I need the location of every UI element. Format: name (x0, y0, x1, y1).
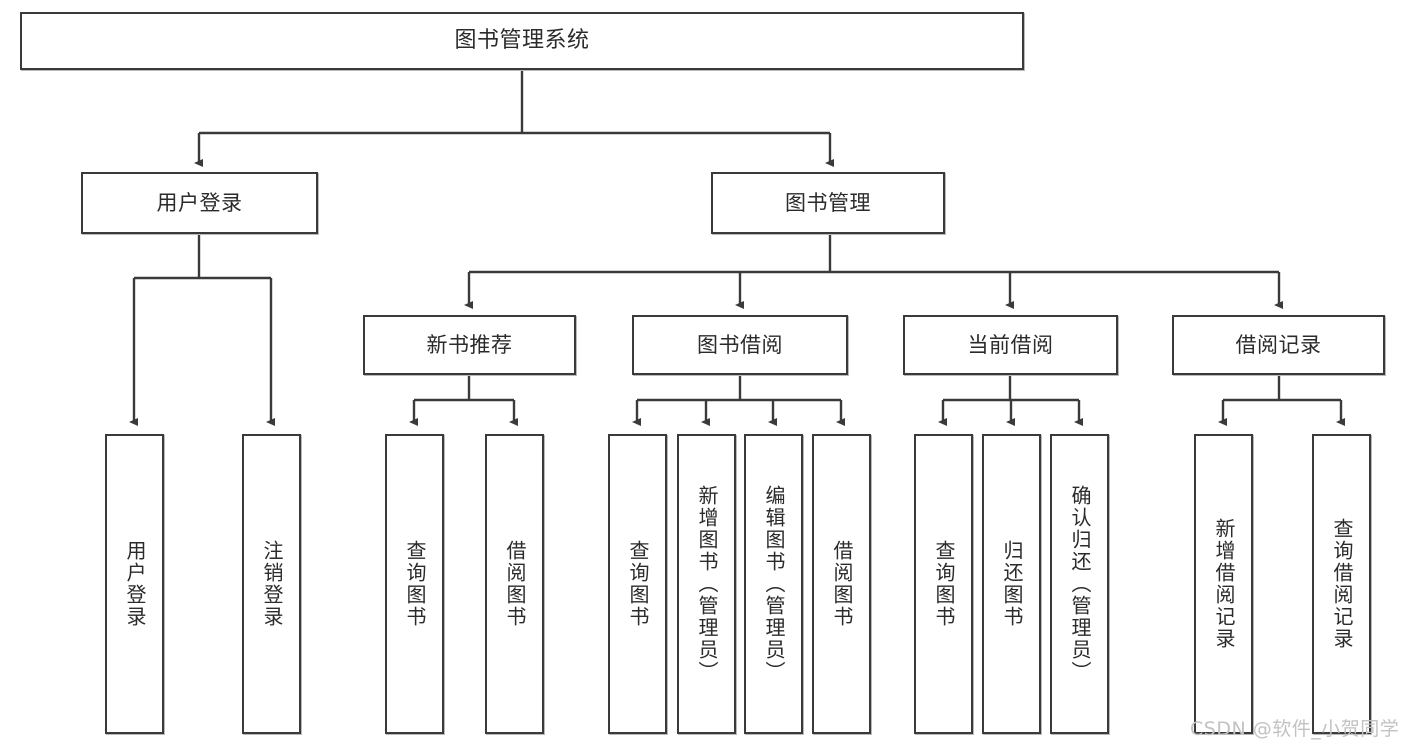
leaf-borrow-edit-book-admin[interactable]: 编辑图书（管理员） (744, 434, 803, 734)
node-label: 注销登录 (260, 540, 284, 628)
node-label: 图书借阅 (697, 332, 783, 357)
watermark-text: CSDN @软件_小贺同学 (1190, 718, 1400, 740)
node-label: 借阅图书 (503, 540, 527, 628)
leaf-current-return-book[interactable]: 归还图书 (982, 434, 1041, 734)
node-new-book-recommend[interactable]: 新书推荐 (363, 315, 576, 375)
node-label: 确认归还（管理员） (1068, 485, 1092, 683)
node-label: 新增图书（管理员） (695, 485, 719, 683)
leaf-current-confirm-return-admin[interactable]: 确认归还（管理员） (1050, 434, 1109, 734)
node-label: 当前借阅 (967, 332, 1054, 357)
node-label: 查询图书 (626, 540, 650, 628)
leaf-borrow-query-book[interactable]: 查询图书 (608, 434, 667, 734)
node-label: 归还图书 (1000, 540, 1024, 628)
node-borrow-record[interactable]: 借阅记录 (1172, 315, 1385, 375)
leaf-record-query-borrow-record[interactable]: 查询借阅记录 (1312, 434, 1371, 734)
node-label: 新书推荐 (426, 332, 513, 357)
node-label: 用户登录 (156, 190, 243, 215)
leaf-borrow-add-book-admin[interactable]: 新增图书（管理员） (677, 434, 736, 734)
node-book-borrow[interactable]: 图书借阅 (632, 315, 848, 375)
node-label: 图书管理系统 (454, 28, 590, 54)
node-label: 编辑图书（管理员） (762, 485, 786, 683)
leaf-recommend-borrow-book[interactable]: 借阅图书 (485, 434, 544, 734)
node-label: 新增借阅记录 (1212, 518, 1236, 650)
node-label: 用户登录 (123, 540, 147, 628)
node-label: 查询图书 (932, 540, 956, 628)
node-label: 图书管理 (785, 190, 871, 215)
node-label: 查询图书 (403, 540, 427, 628)
node-book-management[interactable]: 图书管理 (711, 172, 945, 234)
leaf-record-add-borrow-record[interactable]: 新增借阅记录 (1194, 434, 1253, 734)
node-label: 借阅图书 (830, 540, 854, 628)
node-user-login[interactable]: 用户登录 (81, 172, 318, 234)
node-label: 借阅记录 (1235, 332, 1322, 357)
leaf-current-query-book[interactable]: 查询图书 (914, 434, 973, 734)
leaf-recommend-query-book[interactable]: 查询图书 (385, 434, 444, 734)
node-current-borrow[interactable]: 当前借阅 (903, 315, 1118, 375)
leaf-user-login[interactable]: 用户登录 (105, 434, 164, 734)
leaf-logout-login[interactable]: 注销登录 (242, 434, 301, 734)
node-root-system[interactable]: 图书管理系统 (20, 12, 1024, 70)
leaf-borrow-borrow-book[interactable]: 借阅图书 (812, 434, 871, 734)
node-label: 查询借阅记录 (1330, 518, 1354, 650)
